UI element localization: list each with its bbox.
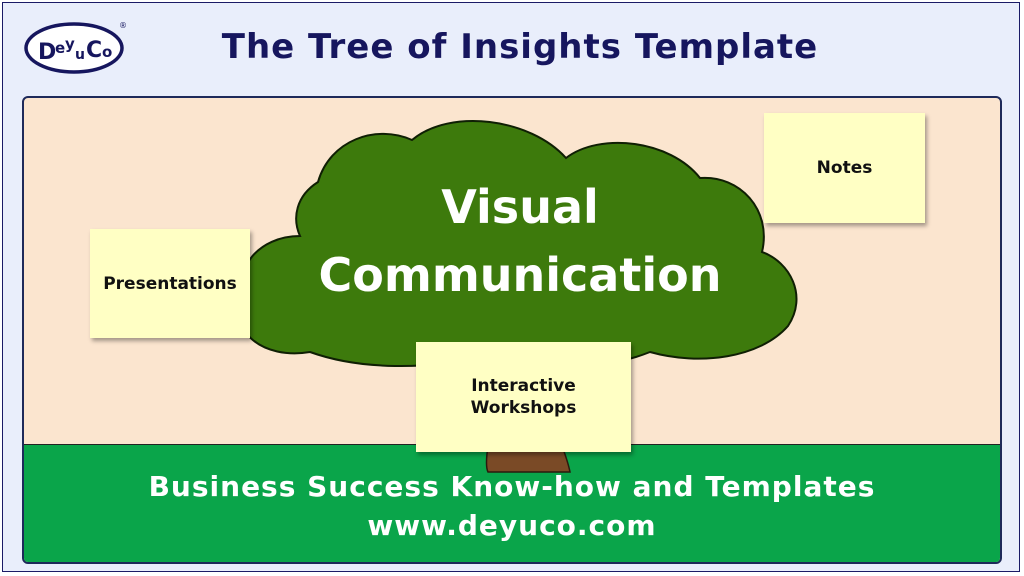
sticky-note-notes: Notes <box>764 113 925 223</box>
logo-letter-c: C <box>86 38 102 63</box>
page-title: The Tree of Insights Template <box>221 27 819 67</box>
logo-letter-d: D <box>38 40 56 65</box>
sticky-note-label-line2: Workshops <box>470 398 577 418</box>
logo-letter-u: u <box>75 47 85 63</box>
registered-mark: ® <box>119 21 127 30</box>
logo-letter-o: o <box>102 43 112 61</box>
footer-tagline: Business Success Know-how and Templates <box>148 470 876 503</box>
sticky-note-presentations: Presentations <box>90 229 250 338</box>
crown-label-line2: Communication <box>318 248 722 302</box>
deyuco-logo: D e y u C o ® <box>24 21 127 74</box>
sticky-note-label: Presentations <box>103 273 237 294</box>
sticky-note-label: Notes <box>816 158 873 178</box>
logo-letter-y: y <box>65 35 75 53</box>
crown-label-line1: Visual <box>441 180 599 234</box>
tree-crown <box>239 120 798 369</box>
sticky-note-label-line1: Interactive <box>471 376 576 396</box>
sticky-note-workshops: Interactive Workshops <box>416 342 631 452</box>
logo-letter-e: e <box>55 39 65 57</box>
footer-website-link[interactable]: www.deyuco.com <box>367 509 657 542</box>
